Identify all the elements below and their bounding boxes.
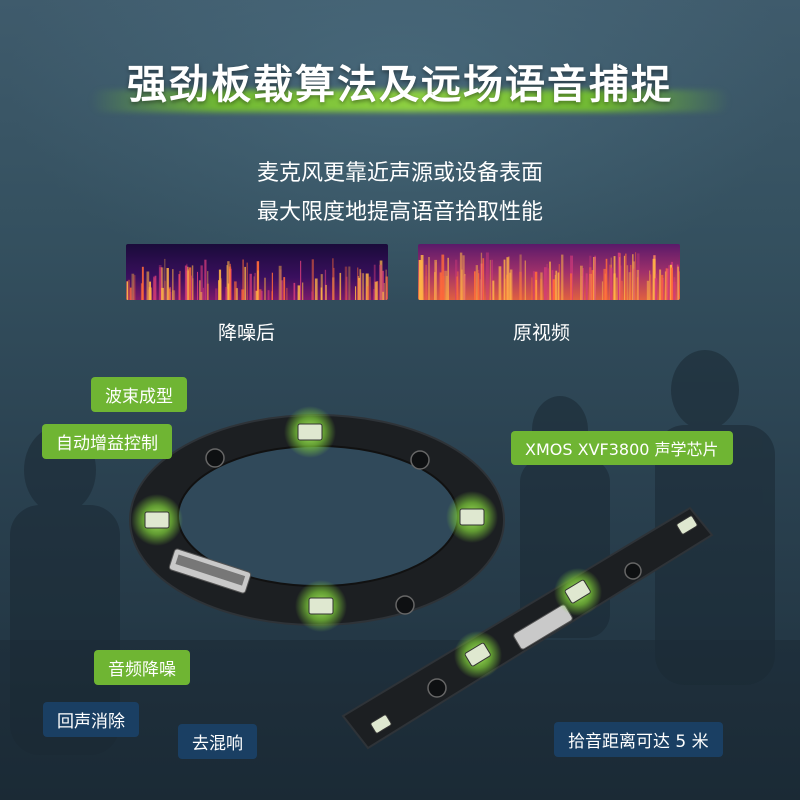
mount-hole-icon	[624, 562, 642, 580]
spectrogram-original	[418, 244, 680, 300]
spectrogram-label-original: 原视频	[513, 322, 571, 344]
feature-tag-dereverb: 去混响	[178, 724, 257, 759]
mount-hole-icon	[427, 678, 447, 698]
title-highlight	[90, 90, 730, 112]
feature-tag-echo-cancel: 回声消除	[43, 702, 139, 737]
microphone-glow-icon	[554, 568, 602, 616]
mount-hole-icon	[395, 595, 415, 615]
feature-tag-beamforming: 波束成型	[91, 377, 187, 412]
linear-mic-array-board	[341, 506, 714, 750]
microphone-glow-icon	[284, 406, 336, 458]
page-title: 强劲板载算法及远场语音捕捉	[127, 62, 673, 108]
feature-tag-noise-reduction: 音频降噪	[94, 650, 190, 685]
mount-hole-icon	[410, 450, 430, 470]
spectrogram-label-denoised: 降噪后	[218, 322, 276, 344]
feature-tag-chip: XMOS XVF3800 声学芯片	[511, 431, 733, 465]
microphone-glow-icon	[131, 494, 183, 546]
microphone-glow-icon	[446, 491, 498, 543]
subtitle-line-1: 麦克风更靠近声源或设备表面	[256, 161, 543, 186]
spectrogram-denoised	[126, 244, 388, 300]
feature-tag-pickup-range: 拾音距离可达 5 米	[554, 722, 723, 757]
feature-tag-agc: 自动增益控制	[42, 424, 172, 459]
circular-mic-array-board	[129, 406, 505, 632]
mount-hole-icon	[205, 448, 225, 468]
microphone-glow-icon	[295, 580, 347, 632]
microphone-glow-icon	[454, 631, 502, 679]
subtitle-line-2: 最大限度地提高语音拾取性能	[256, 200, 543, 225]
